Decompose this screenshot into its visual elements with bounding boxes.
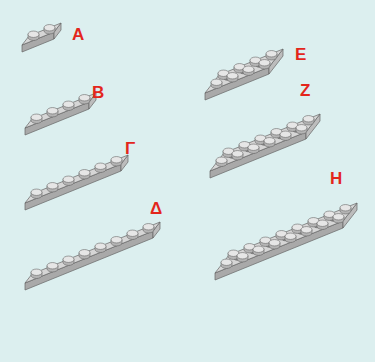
lego-plate <box>22 23 61 52</box>
part-letter: Z <box>300 82 310 99</box>
part-letter: H <box>330 170 342 187</box>
lego-plate <box>215 203 357 280</box>
part-letter: E <box>295 46 306 63</box>
lego-plate <box>205 49 283 100</box>
part-letter: A <box>72 26 84 43</box>
lego-plate <box>25 222 160 290</box>
lego-plate <box>25 93 96 135</box>
lego-plate <box>25 155 128 210</box>
lego-plate <box>210 114 320 178</box>
part-letter: Δ <box>150 200 162 217</box>
part-letter: B <box>92 84 104 101</box>
part-letter: Γ <box>125 140 135 157</box>
